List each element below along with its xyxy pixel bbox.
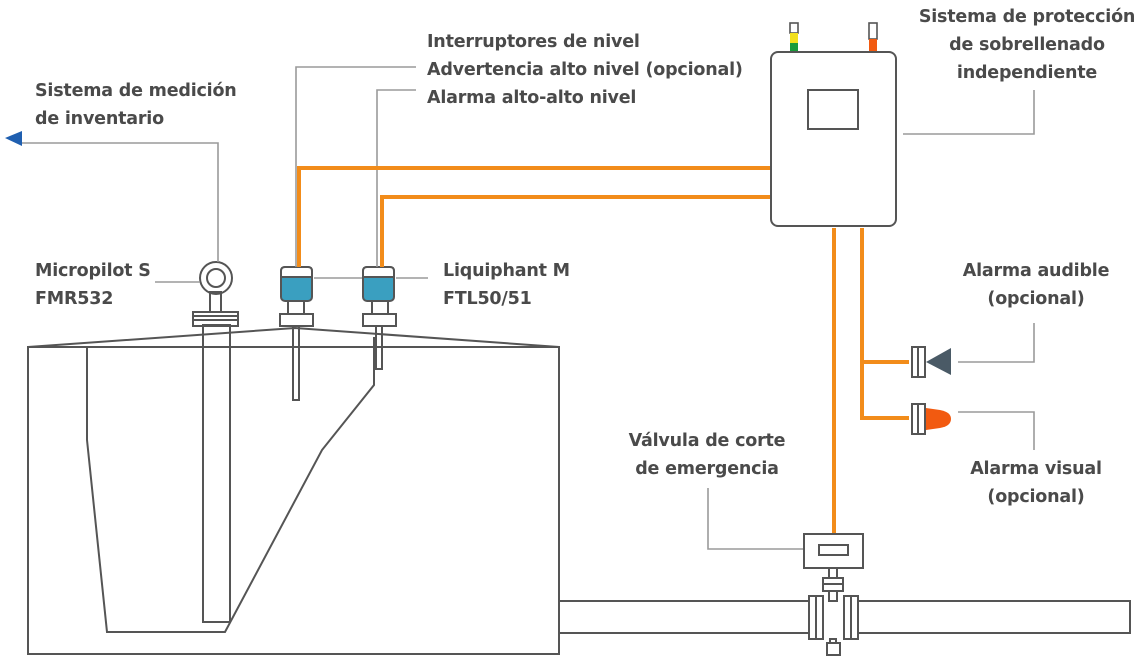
overfill-label-line: independiente <box>956 63 1098 83</box>
tank-liquid-profile <box>86 337 375 633</box>
liquiphant-high-warning[interactable] <box>279 266 314 401</box>
leader-lines <box>20 66 1035 550</box>
overfill-label-line: de sobrellenado <box>949 35 1105 55</box>
level-switches-label: Interruptores de nivel Advertencia alto … <box>427 28 743 112</box>
audible-alarm-label: Alarma audible (opcional) <box>938 257 1134 313</box>
audible-alarm[interactable] <box>911 346 951 378</box>
inventory-label: Sistema de medición de inventario <box>35 77 237 133</box>
micropilot-label: Micropilot S FMR532 <box>35 257 151 313</box>
stilling-well <box>202 324 231 623</box>
overfill-label-line: Sistema de protección <box>918 7 1136 27</box>
outlet-pipe <box>558 600 1131 634</box>
micropilot-device[interactable] <box>192 261 239 327</box>
overfill-controller[interactable] <box>770 22 897 227</box>
emergency-valve[interactable] <box>803 533 864 656</box>
switches-high-warning: Advertencia alto nivel (opcional) <box>427 60 743 80</box>
beacon-icon <box>926 408 951 430</box>
valve-label-line: de emergencia <box>635 459 779 479</box>
micropilot-name: Micropilot S <box>35 261 151 281</box>
controller-display <box>807 89 859 130</box>
inventory-label-line: Sistema de medición <box>35 81 237 101</box>
visual-label-line: Alarma visual <box>970 459 1102 479</box>
micropilot-model: FMR532 <box>35 289 114 309</box>
visual-label-line: (opcional) <box>987 487 1085 507</box>
visual-alarm[interactable] <box>911 403 951 435</box>
overfill-system-label: Sistema de protección de sobrellenado in… <box>912 3 1142 87</box>
inventory-arrow-icon <box>5 131 22 146</box>
emergency-valve-label: Válvula de corte de emergencia <box>612 427 802 483</box>
switches-title: Interruptores de nivel <box>427 32 640 52</box>
visual-alarm-label: Alarma visual (opcional) <box>938 455 1134 511</box>
liquiphant-high-high-alarm[interactable] <box>362 266 397 370</box>
valve-label-line: Válvula de corte <box>628 431 786 451</box>
signal-lines <box>297 166 909 534</box>
liquiphant-label: Liquiphant M FTL50/51 <box>443 257 570 313</box>
liquiphant-name: Liquiphant M <box>443 261 570 281</box>
audible-label-line: (opcional) <box>987 289 1085 309</box>
tank-roof <box>27 326 560 348</box>
audible-label-line: Alarma audible <box>962 261 1110 281</box>
switches-high-high-alarm: Alarma alto-alto nivel <box>427 88 637 108</box>
horn-icon <box>926 348 951 375</box>
liquiphant-model: FTL50/51 <box>443 289 532 309</box>
inventory-label-line: de inventario <box>35 109 164 129</box>
